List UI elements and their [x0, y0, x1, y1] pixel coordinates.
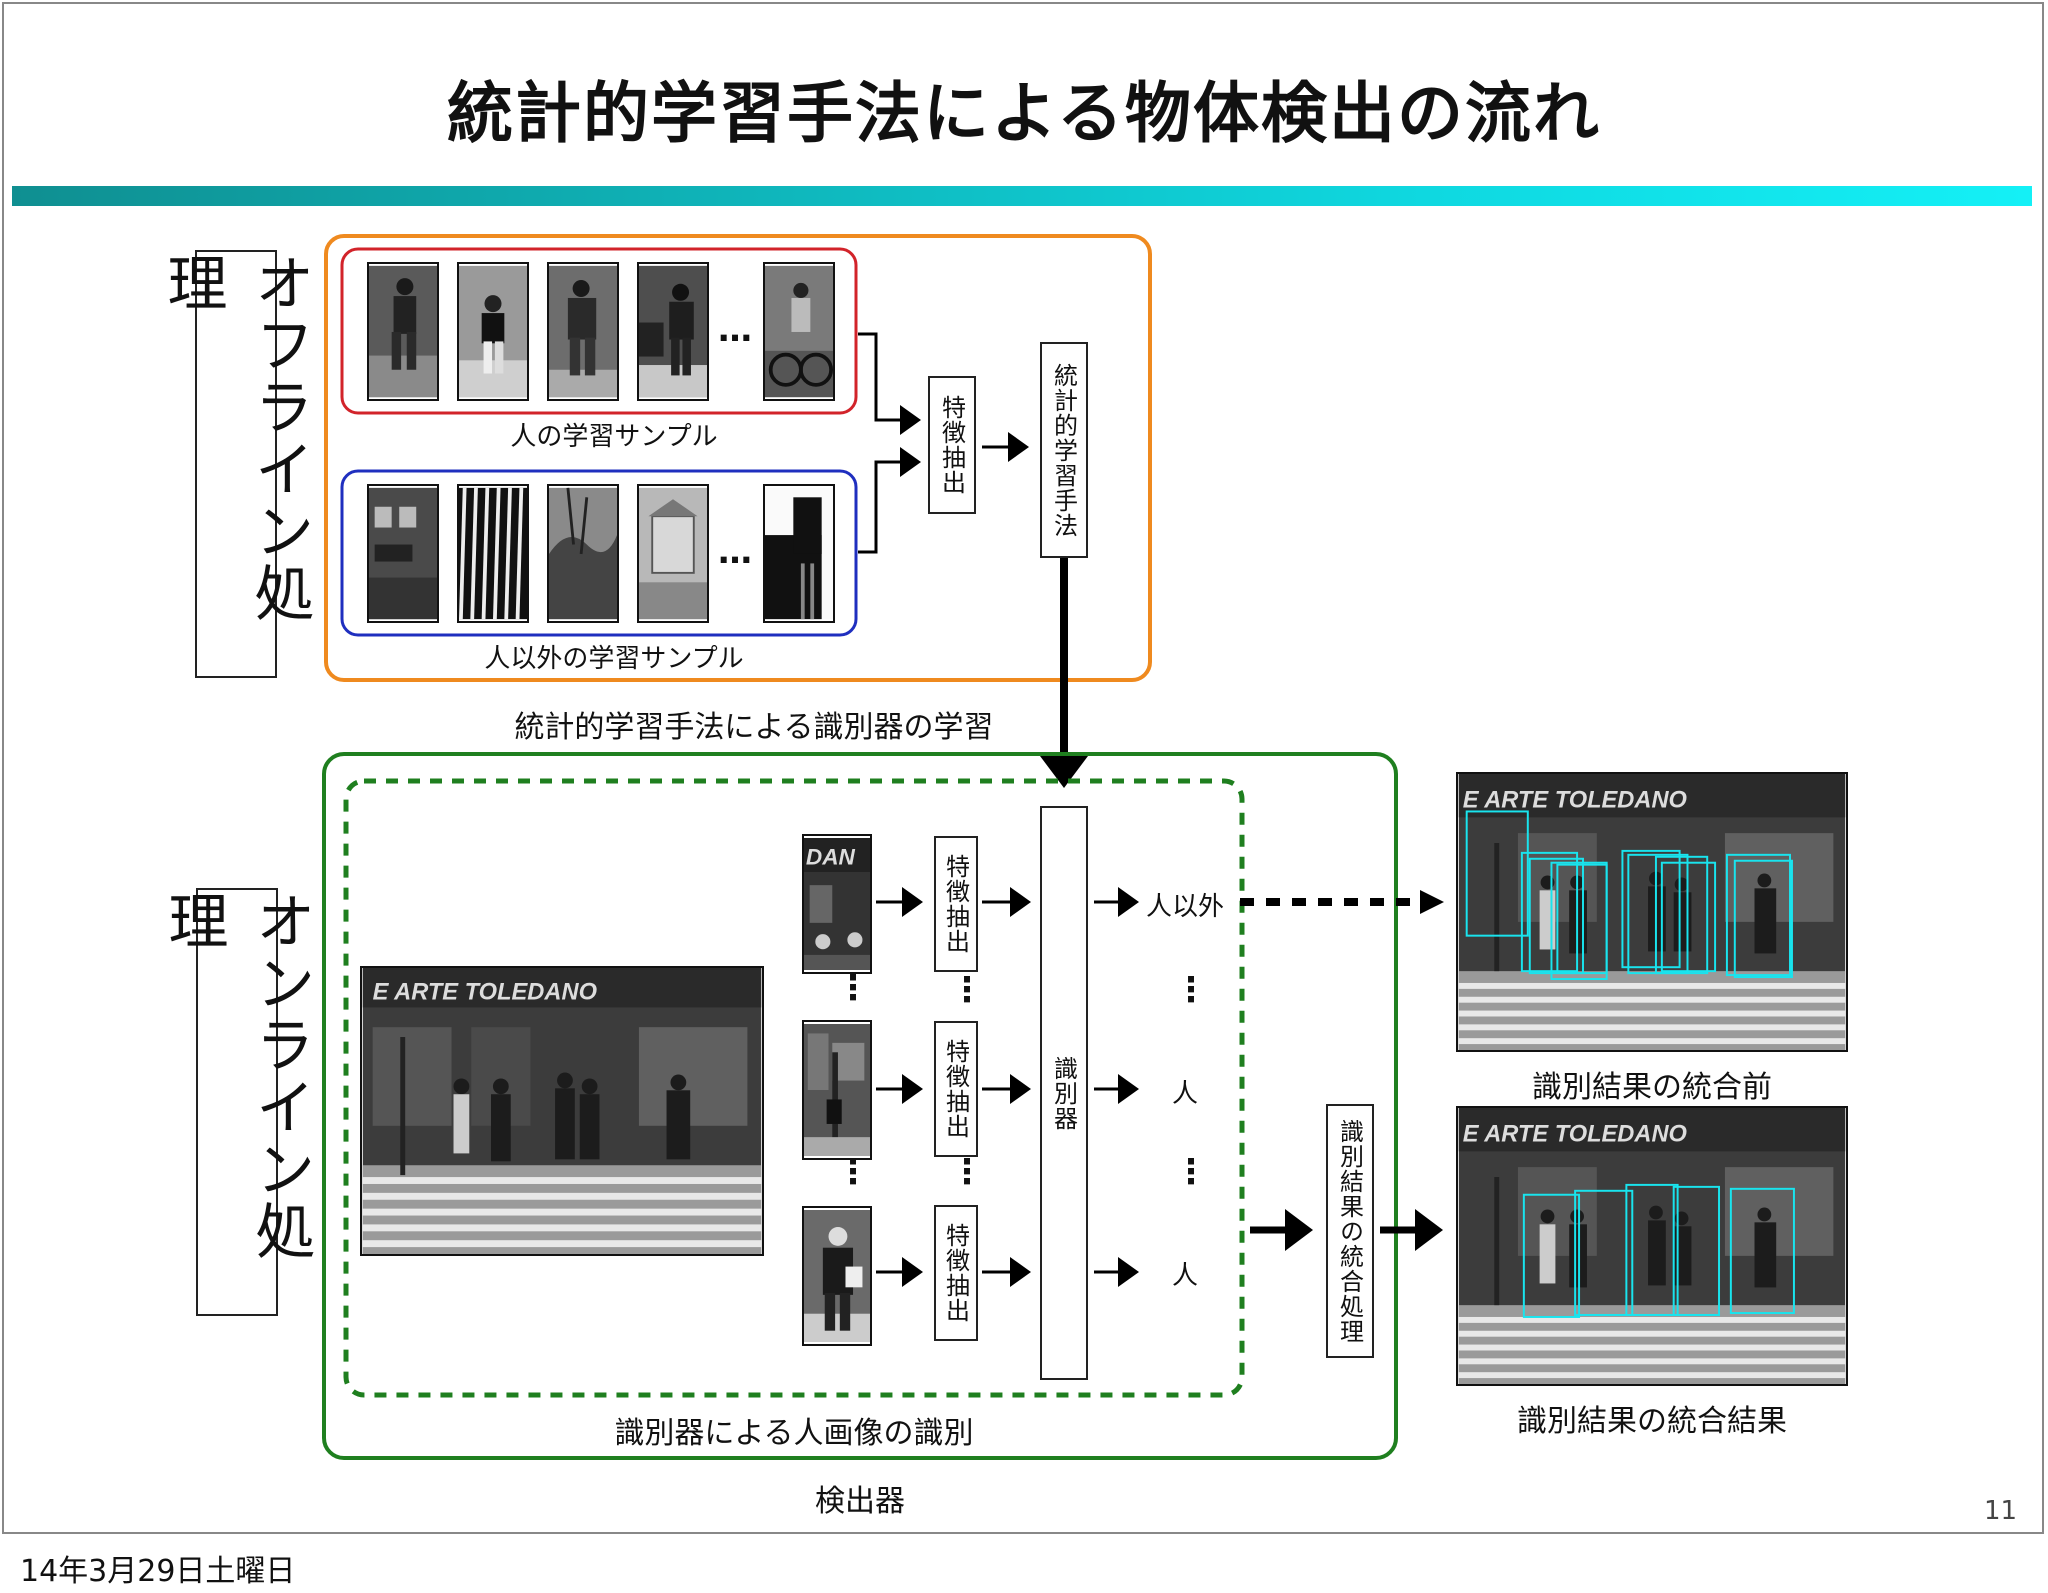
footer-date: 14年3月29日土曜日	[20, 1554, 296, 1589]
offline-group-caption: 統計的学習手法による識別器の学習	[514, 710, 994, 745]
after-caption: 識別結果の統合結果	[1517, 1404, 1787, 1439]
classifier-box: 識別器	[1040, 806, 1088, 1380]
person-samples-box	[340, 247, 858, 415]
vertical-ellipsis: ⋮	[950, 970, 984, 1010]
arrow-right-icon	[858, 447, 921, 554]
scene-sign-text: E ARTE TOLEDANO	[373, 980, 598, 1006]
arrow-right-icon	[858, 332, 921, 435]
slide-title: 統計的学習手法による物体検出の流れ	[446, 75, 1602, 152]
window-crop-image	[802, 1206, 872, 1346]
identification-group-box	[343, 778, 1245, 1398]
identification-caption: 識別器による人画像の識別	[614, 1416, 974, 1451]
person-sample-image	[763, 262, 835, 401]
vertical-ellipsis: ⋮	[950, 1152, 984, 1192]
person-sample-image	[457, 262, 529, 401]
person-samples-caption: 人の学習サンプル	[510, 422, 718, 452]
detector-caption: 検出器	[815, 1484, 905, 1519]
result-before-image: E ARTE TOLEDANO	[1456, 772, 1848, 1052]
feature-extraction-box-3: 特徴抽出	[934, 1205, 978, 1341]
nonperson-samples-caption: 人以外の学習サンプル	[484, 644, 744, 674]
vertical-ellipsis: ⋮	[1174, 970, 1208, 1010]
person-sample-image	[367, 262, 439, 401]
nonperson-sample-image	[637, 484, 709, 623]
slide-frame	[2, 2, 2044, 1534]
input-scene-image: E ARTE TOLEDANO	[360, 966, 764, 1256]
scene-sign-text: E ARTE TOLEDANO	[1463, 788, 1687, 814]
ellipsis: …	[718, 532, 752, 572]
window-crop-image: DAN	[802, 834, 872, 974]
vertical-ellipsis: ⋮	[836, 968, 870, 1008]
vertical-ellipsis: ⋮	[836, 1152, 870, 1192]
nonperson-sample-image	[367, 484, 439, 623]
result-nonperson: 人以外	[1146, 892, 1225, 922]
svg-text:DAN: DAN	[806, 844, 856, 869]
vertical-ellipsis: ⋮	[1174, 1152, 1208, 1192]
ellipsis: …	[718, 310, 752, 350]
before-caption: 識別結果の統合前	[1532, 1070, 1772, 1105]
page-number: 11	[1984, 1496, 2018, 1526]
person-sample-image	[637, 262, 709, 401]
person-sample-image	[547, 262, 619, 401]
detector-group-box	[322, 752, 1398, 1460]
feature-extraction-box: 特徴抽出	[928, 376, 976, 514]
nonperson-samples-box	[340, 469, 858, 637]
window-crop-image	[802, 1020, 872, 1160]
result-after-image: E ARTE TOLEDANO	[1456, 1106, 1848, 1386]
statistical-learning-box: 統計的学習手法	[1040, 342, 1088, 558]
result-person: 人	[1172, 1261, 1199, 1291]
scene-sign-text: E ARTE TOLEDANO	[1463, 1122, 1687, 1148]
nonperson-sample-image	[457, 484, 529, 623]
nonperson-sample-image	[763, 484, 835, 623]
title-underline-bar	[12, 186, 2032, 206]
result-person: 人	[1172, 1079, 1199, 1109]
nonperson-sample-image	[547, 484, 619, 623]
feature-extraction-box-2: 特徴抽出	[934, 1021, 978, 1157]
feature-extraction-box-1: 特徴抽出	[934, 836, 978, 972]
offline-group-box	[324, 234, 1152, 682]
integration-process-box: 識別結果の統合処理	[1326, 1104, 1374, 1358]
